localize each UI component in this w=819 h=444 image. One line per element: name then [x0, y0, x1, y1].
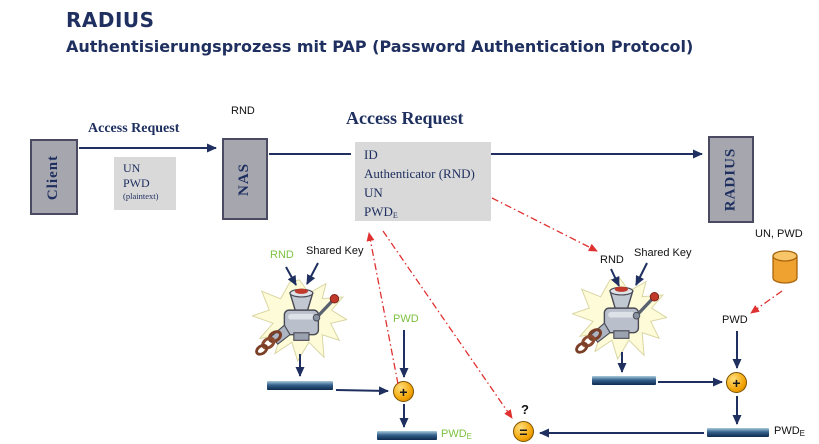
credentials-plaintext: (plaintext) [123, 191, 159, 201]
access-request-packet-box: ID Authenticator (RND) UN PWDE [355, 142, 491, 221]
equals-operator: = [513, 421, 534, 442]
radius-node-label: RADIUS [722, 147, 739, 212]
packet-un: UN [364, 185, 383, 200]
nas-pwde-sub: E [466, 432, 473, 441]
radius-pwd-label: PWD [722, 314, 748, 326]
credentials-un: UN [123, 161, 141, 175]
credentials-pwd: PWD [123, 176, 150, 190]
radius-shared-key-label: Shared Key [634, 247, 692, 259]
rnd-above-nas-label: RND [231, 105, 255, 117]
nas-pwde-bar [377, 431, 437, 440]
nas-hash-bar [267, 381, 333, 390]
client-node-label: Client [45, 154, 62, 200]
slide-subtitle: Authentisierungsprozess mit PAP (Passwor… [66, 37, 694, 56]
packet-pwde-base: PWD [364, 204, 393, 219]
access-request-left-label: Access Request [88, 121, 180, 136]
nas-shared-key-label: Shared Key [306, 245, 364, 257]
access-request-main-label: Access Request [346, 108, 464, 128]
nas-pwde-base: PWD [441, 428, 467, 440]
packet-pwde-sub: E [392, 211, 398, 220]
nas-pwde-label: PWDE [441, 428, 472, 441]
radius-pwde-label: PWDE [774, 425, 805, 438]
equals-sign: = [519, 423, 528, 440]
radius-plus-sign: + [732, 374, 741, 391]
hash-grinder-icon [252, 278, 347, 363]
radius-un-pwd-label: UN, PWD [755, 228, 803, 240]
nas-node: NAS [222, 138, 268, 220]
radius-pwde-bar [707, 428, 769, 437]
slide-title: RADIUS [66, 8, 155, 32]
radius-pwde-sub: E [799, 429, 806, 438]
client-node: Client [30, 139, 78, 215]
radius-hash-bar [592, 376, 656, 385]
hash-grinder-icon [572, 276, 667, 361]
packet-authenticator: Authenticator (RND) [364, 166, 475, 181]
packet-pwde: PWDE [364, 202, 491, 225]
nas-node-label: NAS [236, 162, 253, 196]
radius-rnd-label: RND [600, 254, 624, 266]
nas-rnd-label: RND [270, 249, 294, 261]
nas-plus-sign: + [399, 383, 408, 400]
database-icon [772, 250, 798, 284]
nas-pwd-label: PWD [393, 313, 419, 325]
nas-plus-operator: + [393, 381, 414, 402]
comparison-question-mark: ? [521, 402, 529, 417]
radius-node: RADIUS [708, 136, 754, 223]
credentials-box: UN PWD (plaintext) [114, 157, 176, 210]
packet-id: ID [364, 147, 378, 162]
radius-pwde-base: PWD [774, 425, 800, 437]
radius-plus-operator: + [726, 372, 747, 393]
